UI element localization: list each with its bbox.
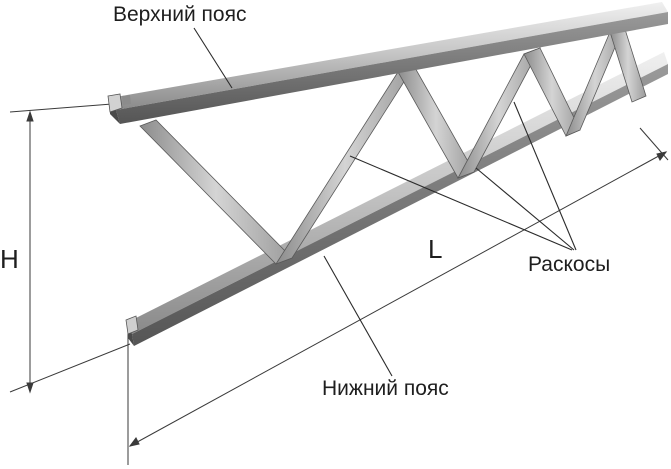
height-label: H [0, 244, 19, 274]
bottom-chord-label: Нижний пояс [322, 377, 449, 400]
diagonals-label: Раскосы [528, 253, 611, 276]
length-label: L [428, 234, 443, 264]
top-chord [107, 2, 668, 124]
leader-lines [193, 27, 577, 377]
top-chord-label: Верхний пояс [113, 3, 247, 26]
bottom-chord [125, 52, 668, 346]
height-dimension [9, 103, 131, 394]
length-dimension [127, 127, 669, 465]
web-diagonals [139, 25, 647, 265]
